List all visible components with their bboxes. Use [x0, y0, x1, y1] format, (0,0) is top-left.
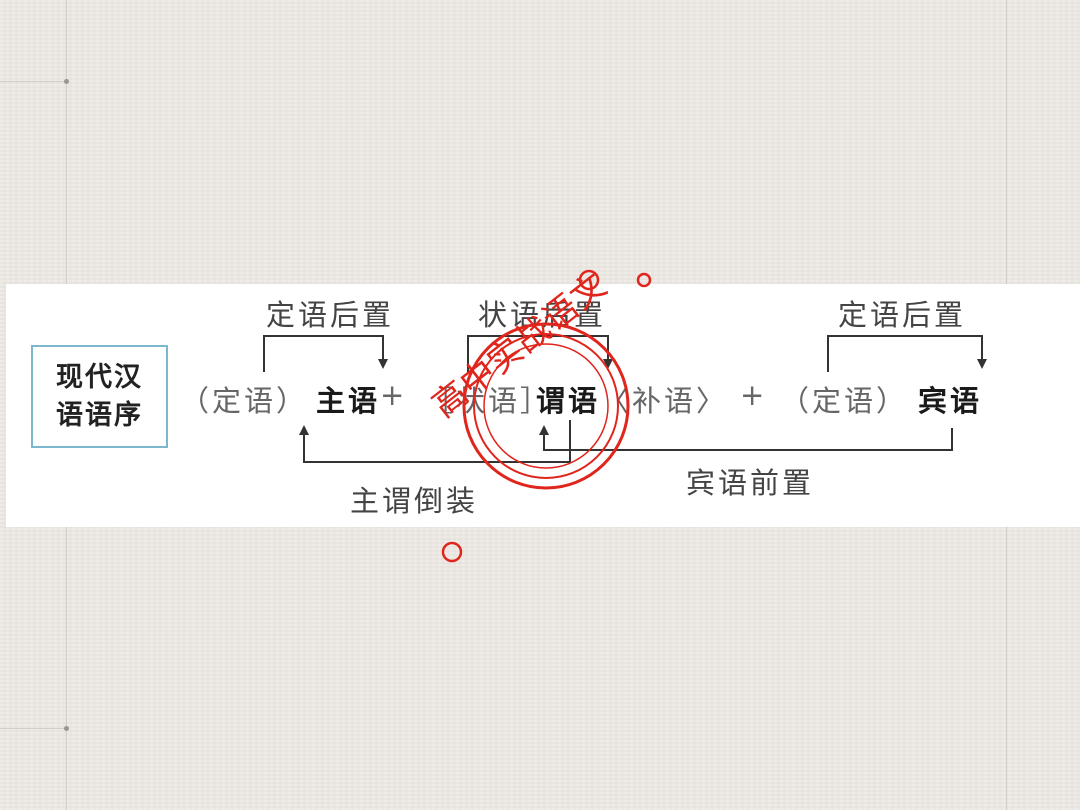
label-attributive-postposition-2: 定语后置 — [838, 298, 967, 332]
box-title-line-2: 语语序 — [56, 399, 143, 431]
arrow-object-preposition — [539, 425, 953, 451]
stamp-seal — [441, 269, 652, 563]
attributive-parenthesis-1: （定语） — [180, 384, 309, 418]
word-order-box: 现代汉 语语序 — [31, 345, 168, 448]
guide-dot — [64, 79, 69, 84]
attributive-parenthesis-2: （定语） — [780, 384, 909, 418]
arrow-adverbial-postposition — [467, 335, 613, 372]
label-attributive-postposition-1: 定语后置 — [266, 298, 395, 332]
arrow-attributive-postposition-1 — [263, 335, 388, 372]
guide-dot — [64, 726, 69, 731]
arrow-subject-predicate-inversion — [299, 420, 571, 463]
subject-term: 主语 — [316, 384, 381, 418]
plus-sign-1: + — [380, 378, 408, 412]
complement-bracket: 〈补语〉 — [600, 384, 729, 418]
arrow-attributive-postposition-2 — [827, 335, 987, 372]
label-subject-predicate-inversion: 主谓倒装 — [350, 484, 479, 518]
predicate-term: 谓语 — [536, 384, 601, 418]
box-title-line-1: 现代汉 — [56, 361, 143, 393]
label-object-preposition: 宾语前置 — [686, 466, 815, 500]
guide-line-horizontal — [0, 81, 68, 82]
object-term: 宾语 — [918, 384, 983, 418]
plus-sign-2: + — [740, 378, 768, 412]
label-adverbial-postposition: 状语后置 — [478, 298, 607, 332]
guide-line-horizontal — [0, 728, 68, 729]
